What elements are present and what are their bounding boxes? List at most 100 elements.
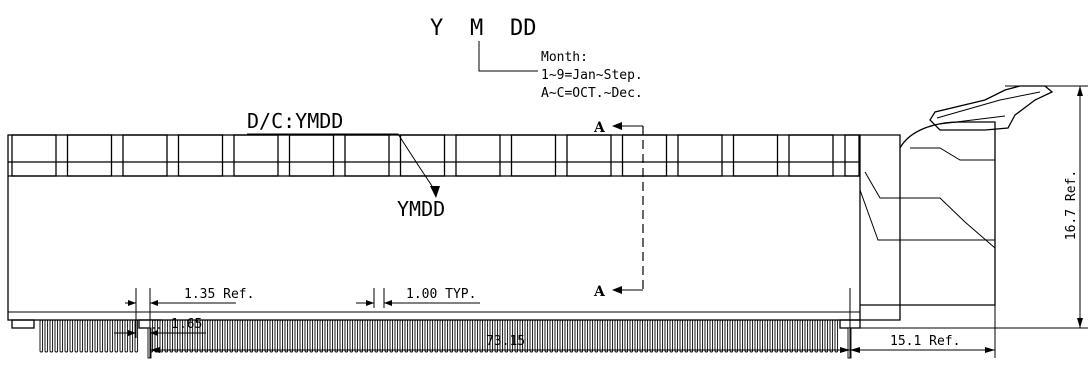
pin	[514, 319, 519, 353]
pin	[474, 319, 479, 353]
pin	[784, 319, 789, 353]
pin	[414, 319, 419, 353]
pin	[349, 319, 354, 353]
slot	[399, 134, 446, 177]
pin	[759, 319, 764, 353]
pin	[614, 319, 619, 353]
pin	[674, 319, 679, 353]
pin	[829, 319, 834, 353]
pin	[744, 319, 749, 353]
pin	[669, 319, 674, 353]
overall-dim-text: 73.15	[486, 334, 525, 349]
pin	[554, 319, 559, 353]
pin	[499, 319, 504, 353]
pin	[709, 319, 714, 353]
latch-lever-ridge-2	[939, 115, 1006, 125]
pin	[219, 319, 224, 353]
pin	[359, 319, 364, 353]
latch-edge-1	[864, 171, 996, 249]
pin	[799, 319, 804, 353]
pin	[249, 319, 254, 353]
pin	[374, 319, 379, 353]
pin	[754, 319, 759, 353]
pin	[719, 319, 724, 353]
month-legend-line2: A~C=OCT.~Dec.	[541, 86, 643, 101]
left-foot	[11, 319, 35, 329]
pin	[104, 319, 109, 353]
pin	[599, 319, 604, 353]
pin	[479, 319, 484, 353]
section-top-label: A	[593, 120, 606, 136]
month-legend: Month: 1~9=Jan~Step. A~C=OCT.~Dec.	[541, 50, 643, 101]
pin	[604, 319, 609, 353]
pin	[729, 319, 734, 353]
pin	[379, 319, 384, 353]
pin	[64, 319, 69, 353]
pin	[619, 319, 624, 353]
pin	[749, 319, 754, 353]
slot	[510, 134, 557, 177]
offset-dim-text: 1.35 Ref.	[184, 287, 254, 302]
dim-height: 16.7 Ref.	[860, 85, 1088, 329]
day-letters: DD	[510, 16, 537, 41]
pin	[164, 319, 169, 353]
pin	[459, 319, 464, 353]
pin	[724, 319, 729, 353]
pin	[664, 319, 669, 353]
pin	[629, 319, 634, 353]
pin	[389, 319, 394, 353]
latch-edge-3	[910, 147, 995, 161]
latch	[859, 85, 1054, 321]
pin	[309, 319, 314, 353]
pin	[659, 319, 664, 353]
pin	[684, 319, 689, 353]
pin	[564, 319, 569, 353]
pin	[429, 319, 434, 353]
pin	[539, 319, 544, 353]
slot	[732, 134, 779, 177]
pin	[649, 319, 654, 353]
pin	[699, 319, 704, 353]
pin	[269, 319, 274, 353]
pin	[69, 319, 74, 353]
pin	[694, 319, 699, 353]
pin	[314, 319, 319, 353]
date-code-callout: D/C:YMDD	[247, 109, 440, 198]
overall-arrow-right	[840, 347, 850, 353]
pin	[174, 319, 179, 353]
slot	[66, 134, 113, 177]
pin	[529, 319, 534, 353]
pin	[779, 319, 784, 353]
pin	[469, 319, 474, 353]
pin	[294, 319, 299, 353]
latch-lever	[929, 85, 1054, 131]
pin	[549, 319, 554, 353]
section-bottom-arrowhead	[612, 286, 622, 294]
pin	[409, 319, 414, 353]
pin	[44, 319, 49, 353]
pin	[189, 319, 194, 353]
pin	[394, 319, 399, 353]
latch-body	[860, 121, 996, 306]
pin	[94, 319, 99, 353]
pin	[179, 319, 184, 353]
callout-arrowhead	[430, 186, 440, 198]
date-code-marking: YMDD	[397, 197, 445, 221]
pin	[234, 319, 239, 353]
year-letter: Y	[430, 16, 443, 41]
pin	[214, 319, 219, 353]
section-line: A A	[593, 120, 644, 300]
pin	[129, 319, 134, 353]
pin	[369, 319, 374, 353]
pin	[509, 319, 514, 353]
dim-first-pin: 1.65	[114, 317, 206, 336]
pin	[74, 319, 79, 353]
pin	[804, 319, 809, 353]
overall-arrow-left	[150, 347, 160, 353]
slot	[11, 134, 57, 177]
first-pin-dim-text: 1.65	[171, 317, 202, 332]
pin	[644, 319, 649, 353]
pin	[489, 319, 494, 353]
pin	[809, 319, 814, 353]
section-top-arrowhead	[612, 122, 622, 130]
